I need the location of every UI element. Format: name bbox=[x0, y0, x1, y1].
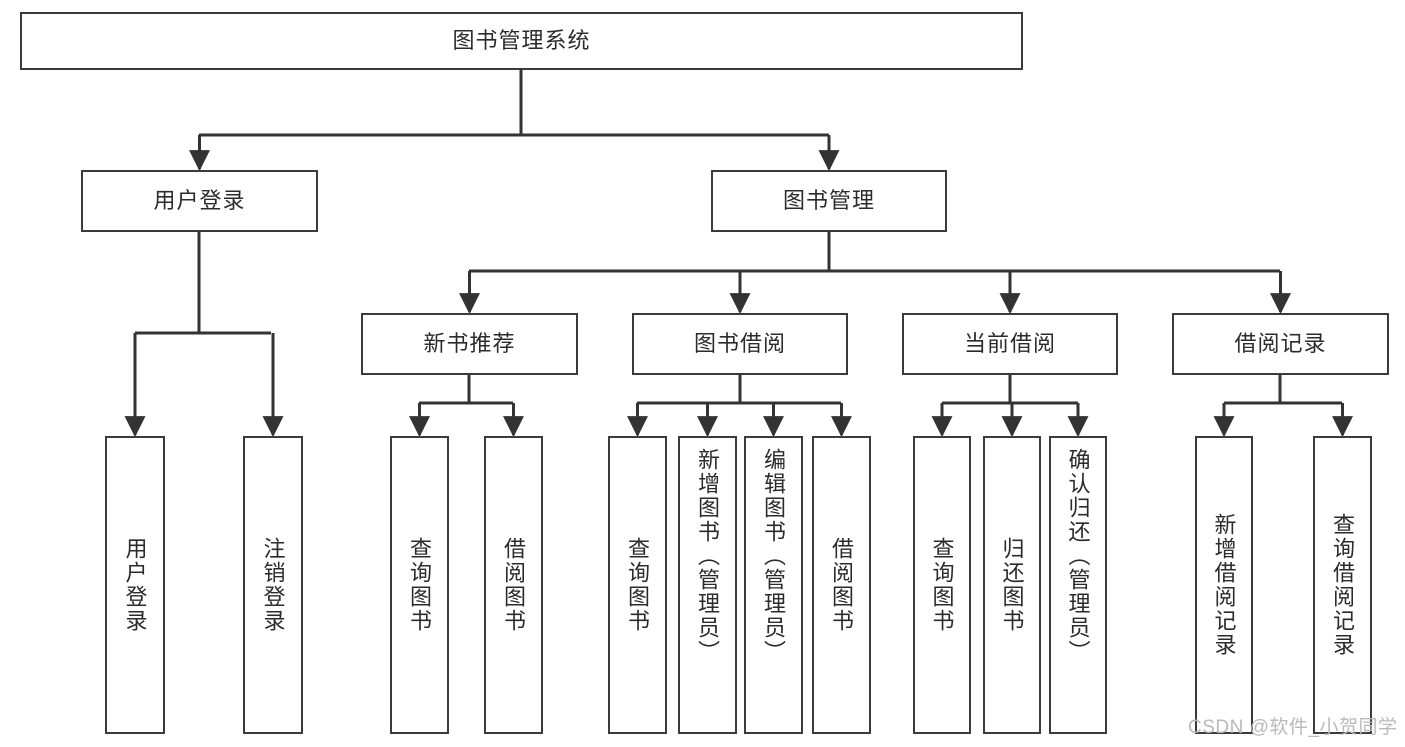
node-label: 借阅图书 bbox=[829, 537, 855, 633]
node-book-manage[interactable]: 图书管理 bbox=[711, 170, 947, 232]
node-label: 确认归还（管理员） bbox=[1065, 448, 1091, 664]
node-label: 查询借阅记录 bbox=[1330, 513, 1356, 657]
node-label: 注销登录 bbox=[260, 537, 286, 633]
node-label: 图书借阅 bbox=[693, 331, 786, 357]
leaf-add-borrow-record[interactable]: 新增借阅记录 bbox=[1195, 436, 1253, 734]
leaf-query-book-3[interactable]: 查询图书 bbox=[913, 436, 971, 734]
leaf-user-login[interactable]: 用户登录 bbox=[105, 436, 165, 734]
node-new-book-recommend[interactable]: 新书推荐 bbox=[361, 313, 578, 375]
node-label: 图书管理系统 bbox=[452, 28, 591, 54]
node-label: 查询图书 bbox=[929, 537, 955, 633]
node-borrow-record[interactable]: 借阅记录 bbox=[1172, 313, 1389, 375]
node-label: 新增借阅记录 bbox=[1211, 513, 1237, 657]
node-current-borrow[interactable]: 当前借阅 bbox=[902, 313, 1118, 375]
node-label: 新书推荐 bbox=[423, 331, 516, 357]
leaf-query-book-2[interactable]: 查询图书 bbox=[608, 436, 667, 734]
node-book-borrow[interactable]: 图书借阅 bbox=[632, 313, 848, 375]
leaf-query-borrow-record[interactable]: 查询借阅记录 bbox=[1313, 436, 1372, 734]
node-label: 图书管理 bbox=[782, 188, 875, 214]
node-root[interactable]: 图书管理系统 bbox=[20, 12, 1023, 70]
leaf-confirm-return[interactable]: 确认归还（管理员） bbox=[1049, 436, 1107, 734]
node-label: 查询图书 bbox=[407, 537, 433, 633]
node-label: 当前借阅 bbox=[963, 331, 1056, 357]
node-label: 查询图书 bbox=[625, 537, 651, 633]
leaf-add-book[interactable]: 新增图书（管理员） bbox=[678, 436, 737, 734]
node-label: 编辑图书（管理员） bbox=[761, 448, 787, 664]
node-label: 新增图书（管理员） bbox=[695, 448, 721, 664]
leaf-edit-book[interactable]: 编辑图书（管理员） bbox=[744, 436, 803, 734]
leaf-query-book-1[interactable]: 查询图书 bbox=[390, 436, 449, 734]
node-label: 归还图书 bbox=[999, 537, 1025, 633]
leaf-borrow-book-1[interactable]: 借阅图书 bbox=[484, 436, 543, 734]
node-label: 用户登录 bbox=[122, 537, 148, 633]
node-label: 借阅记录 bbox=[1234, 331, 1327, 357]
watermark: CSDN @软件_小贺同学 bbox=[1188, 717, 1398, 738]
leaf-logout[interactable]: 注销登录 bbox=[243, 436, 303, 734]
leaf-return-book[interactable]: 归还图书 bbox=[983, 436, 1041, 734]
leaf-borrow-book-2[interactable]: 借阅图书 bbox=[812, 436, 871, 734]
node-label: 用户登录 bbox=[153, 188, 246, 214]
node-label: 借阅图书 bbox=[501, 537, 527, 633]
node-user-login[interactable]: 用户登录 bbox=[81, 170, 318, 232]
